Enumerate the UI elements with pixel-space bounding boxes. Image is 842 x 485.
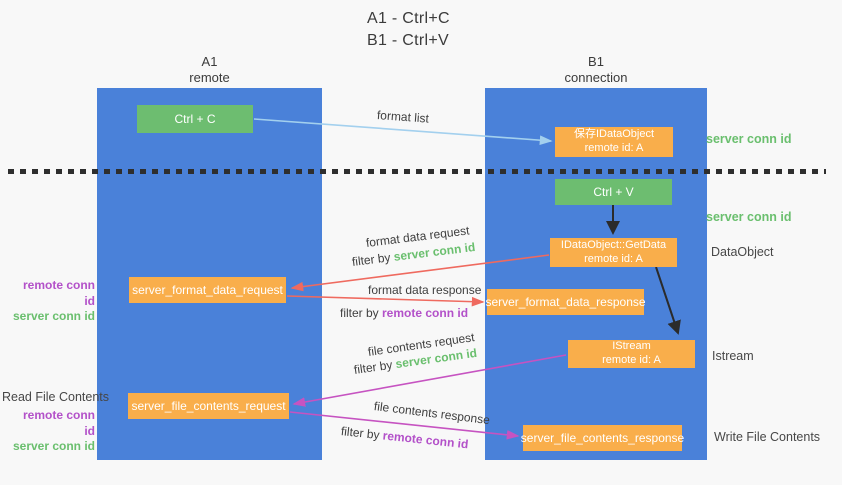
filter-by-text: filter by	[340, 306, 383, 320]
remote-conn-id-label: remote conn id	[22, 408, 95, 438]
ctrl-v-label: Ctrl + V	[593, 185, 634, 199]
read-file-contents-label: Read File Contents	[2, 390, 110, 404]
remote-conn-id-text: remote conn id	[382, 306, 469, 320]
istream-side-label: Istream	[712, 349, 754, 363]
column-a1-subtitle: remote	[189, 70, 230, 86]
save-idataobject-box: 保存IDataObject remote id: A	[555, 127, 673, 157]
server-conn-id-mid-label: server conn id	[706, 210, 792, 224]
server-file-contents-request-label: server_file_contents_request	[131, 399, 286, 413]
conn-ids-block-format: remote conn id server conn id	[10, 278, 95, 325]
remote-conn-id-label: remote conn id	[22, 278, 95, 308]
column-a1-name: A1	[201, 54, 218, 69]
arrow-getdata-to-istream	[655, 266, 681, 335]
istream-line2: remote id: A	[602, 354, 661, 366]
column-header-b1: B1 connection	[485, 54, 707, 87]
format-response-filter-label: filter by remote conn id	[340, 306, 468, 320]
arrow-file-contents-request	[292, 354, 567, 407]
arrow-format-data-request	[290, 254, 550, 292]
column-header-a1: A1 remote	[97, 54, 322, 87]
istream-box: IStream remote id: A	[568, 340, 695, 368]
server-conn-id-label: server conn id	[12, 439, 95, 454]
ctrl-c-box: Ctrl + C	[137, 105, 253, 133]
dotted-divider	[8, 169, 826, 174]
title-line-2: B1 - Ctrl+V	[367, 31, 449, 49]
save-idataobject-line2: remote id: A	[584, 142, 644, 154]
column-b1-name: B1	[588, 54, 604, 69]
column-b1-subtitle: connection	[564, 70, 628, 86]
istream-line1: IStream	[612, 340, 651, 353]
server-conn-id-top-label: server conn id	[706, 132, 792, 146]
save-idataobject-line1: 保存IDataObject	[573, 128, 655, 141]
ctrl-v-box: Ctrl + V	[555, 179, 672, 205]
server-conn-id-label: server conn id	[12, 309, 95, 324]
format-data-response-label: format data response	[368, 283, 482, 297]
arrow-file-contents-response	[289, 411, 520, 440]
write-file-contents-label: Write File Contents	[714, 430, 821, 444]
dataobject-label: DataObject	[711, 245, 774, 259]
ctrl-c-label: Ctrl + C	[174, 112, 216, 126]
getdata-line1: IDataObject::GetData	[560, 238, 667, 251]
arrow-format-data-response	[286, 295, 485, 307]
arrow-format-list	[253, 118, 553, 145]
getdata-box: IDataObject::GetData remote id: A	[550, 238, 677, 267]
server-file-contents-response-label: server_file_contents_response	[520, 431, 685, 445]
server-file-contents-response-box: server_file_contents_response	[520, 425, 685, 451]
server-format-data-request-box: server_format_data_request	[129, 277, 286, 303]
server-format-data-response-box: server_format_data_response	[485, 289, 646, 315]
server-file-contents-request-box: server_file_contents_request	[128, 393, 289, 419]
server-format-data-request-label: server_format_data_request	[132, 283, 283, 297]
conn-ids-block-file: remote conn id server conn id	[10, 408, 95, 455]
diagram-title: A1 - Ctrl+C B1 - Ctrl+V	[367, 8, 450, 51]
title-line-1: A1 - Ctrl+C	[367, 10, 450, 27]
server-format-data-response-label: server_format_data_response	[485, 295, 646, 309]
getdata-line2: remote id: A	[584, 252, 643, 265]
